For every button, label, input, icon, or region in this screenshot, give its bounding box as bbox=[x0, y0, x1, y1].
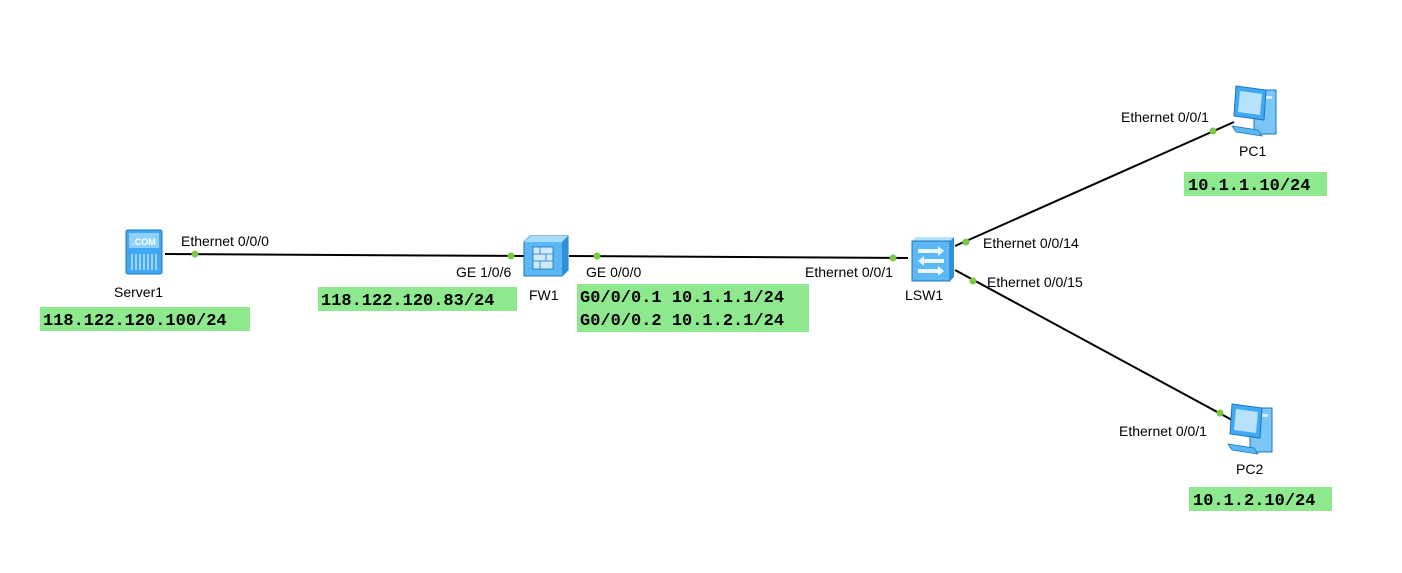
port-dot-server1 bbox=[191, 250, 199, 258]
link-lsw1-pc1 bbox=[954, 121, 1235, 247]
address-box-fw1-outside bbox=[318, 287, 517, 311]
address-fw1-sub2: G0/0/0.2 10.1.2.1/24 bbox=[580, 312, 784, 331]
device-label-pc2: PC2 bbox=[1236, 461, 1263, 477]
firewall-icon[interactable] bbox=[523, 235, 569, 277]
pc-icon[interactable] bbox=[1227, 403, 1273, 455]
device-label-pc1: PC1 bbox=[1239, 143, 1266, 159]
address-pc1: 10.1.1.10/24 bbox=[1188, 177, 1310, 196]
address-box-pc2 bbox=[1189, 487, 1332, 511]
port-dot-fw1-ge000 bbox=[593, 252, 601, 260]
pc-icon[interactable] bbox=[1231, 85, 1277, 137]
server-badge-text: .COM bbox=[132, 237, 156, 247]
address-server1: 118.122.120.100/24 bbox=[43, 312, 227, 331]
port-label-pc1-e001: Ethernet 0/0/1 bbox=[1121, 109, 1209, 125]
switch-icon[interactable] bbox=[911, 237, 954, 282]
port-dot-fw1-ge106 bbox=[507, 252, 515, 260]
address-pc2: 10.1.2.10/24 bbox=[1193, 492, 1315, 511]
port-label-server1-e000: Ethernet 0/0/0 bbox=[181, 233, 269, 249]
link-lsw1-pc2 bbox=[954, 269, 1233, 421]
address-fw1-sub1: G0/0/0.1 10.1.1.1/24 bbox=[580, 289, 784, 308]
port-label-lsw1-e0014: Ethernet 0/0/14 bbox=[983, 235, 1079, 251]
port-label-lsw1-e001: Ethernet 0/0/1 bbox=[805, 264, 893, 280]
link-fw1-lsw1 bbox=[568, 255, 909, 259]
address-box-fw1-subinterfaces bbox=[577, 284, 809, 332]
link-server1-fw1 bbox=[164, 253, 525, 257]
port-dot-pc2 bbox=[1216, 409, 1224, 417]
port-label-pc2-e001: Ethernet 0/0/1 bbox=[1119, 423, 1207, 439]
port-dot-lsw1-e0015 bbox=[969, 277, 977, 285]
port-label-lsw1-e0015: Ethernet 0/0/15 bbox=[987, 274, 1083, 290]
port-dot-pc1 bbox=[1209, 127, 1217, 135]
server-icon[interactable]: .COM bbox=[125, 229, 163, 275]
address-box-pc1 bbox=[1184, 172, 1327, 196]
port-label-fw1-ge106: GE 1/0/6 bbox=[456, 264, 511, 280]
port-dot-lsw1-e001 bbox=[889, 254, 897, 262]
address-fw1-outside: 118.122.120.83/24 bbox=[321, 292, 494, 311]
address-box-server1 bbox=[40, 307, 250, 331]
port-label-fw1-ge000: GE 0/0/0 bbox=[586, 264, 641, 280]
device-label-fw1: FW1 bbox=[529, 287, 559, 303]
device-label-server1: Server1 bbox=[114, 284, 163, 300]
port-dot-lsw1-e0014 bbox=[962, 238, 970, 246]
device-label-lsw1: LSW1 bbox=[905, 287, 943, 303]
